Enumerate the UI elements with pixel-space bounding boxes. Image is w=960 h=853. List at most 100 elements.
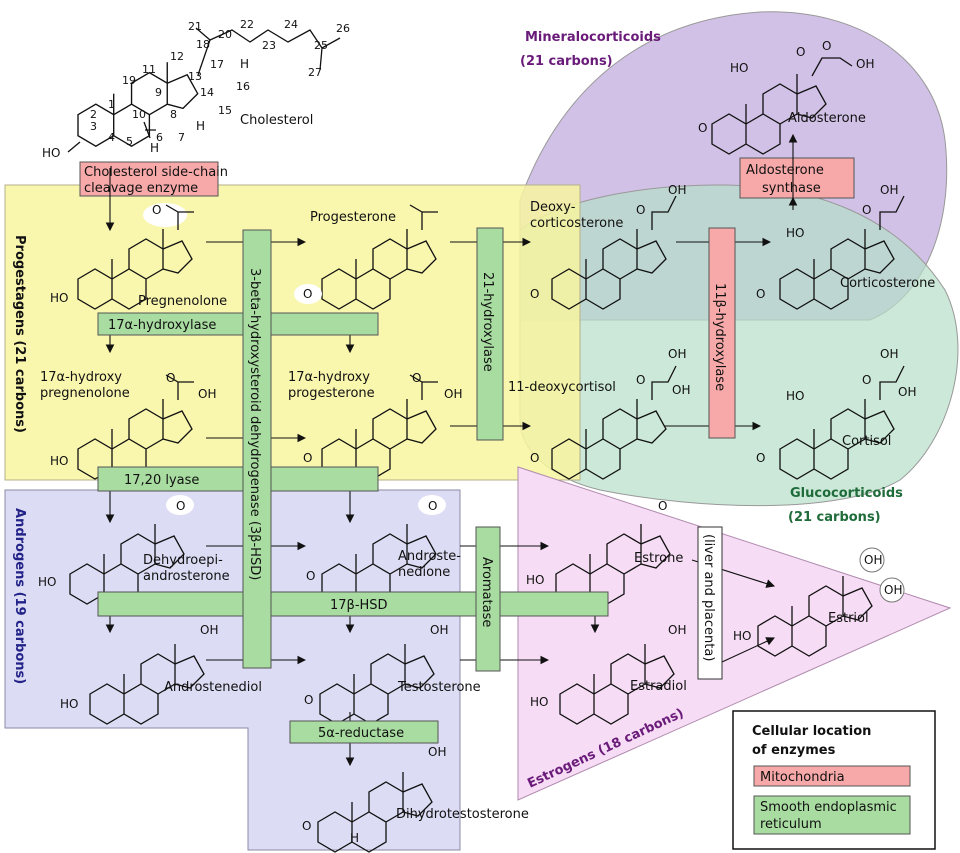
hydroxypregnenolone-structure: O OH HO <box>50 371 216 480</box>
aldosterone-structure: O O OH HO O <box>698 39 874 155</box>
liver-placenta-label: (liver and placenta) <box>701 534 716 661</box>
mineralocorticoids-carbons: (21 carbons) <box>520 54 613 69</box>
legend-title-1: Cellular location <box>752 724 871 739</box>
estradiol-label: Estradiol <box>630 679 687 694</box>
dhea-label-1: Dehydroepi- <box>143 553 223 568</box>
cholesterol-label: Cholesterol <box>240 113 313 128</box>
hsd3b-label: 3-beta-hydroxysteroid dehydrogenase (3β-… <box>247 268 262 580</box>
liver-placenta-box <box>697 526 723 680</box>
h-atom: H <box>196 119 205 133</box>
glucocorticoids-carbons: (21 carbons) <box>788 510 881 525</box>
estrone-label: Estrone <box>634 551 683 566</box>
hydroxylase11-label: 11β-hydroxylase <box>712 283 727 391</box>
o-atom: O <box>412 371 421 385</box>
o-atom: O <box>306 569 315 583</box>
hsd17b-box <box>97 591 609 617</box>
oh-atom: OH <box>668 183 686 197</box>
cortisol-label: Cortisol <box>842 434 891 449</box>
h-atom: H <box>240 57 249 71</box>
hydroxyprogesterone-label-2: progesterone <box>288 386 375 401</box>
o-atom: O <box>756 451 765 465</box>
c11: 11 <box>142 63 156 76</box>
c25: 25 <box>314 39 328 52</box>
o-atom: O <box>152 203 161 217</box>
c26: 26 <box>336 22 350 35</box>
androstenedione-structure: O O <box>306 495 446 605</box>
c24: 24 <box>284 18 298 31</box>
c15: 15 <box>218 104 232 117</box>
c5: 5 <box>126 135 133 148</box>
androstenediol-structure: OH HO <box>60 623 218 725</box>
o-atom: O <box>862 203 871 217</box>
testosterone-structure: OH O <box>304 623 448 725</box>
hydroxyprogesterone-label-1: 17α-hydroxy <box>288 370 370 385</box>
aldosterone-synthase-box <box>739 157 855 199</box>
dhea-label-2: androsterone <box>143 569 230 584</box>
aldosterone-synthase-label-2: synthase <box>762 181 821 196</box>
oh-atom: OH <box>880 183 898 197</box>
c12: 12 <box>170 50 184 63</box>
dht-label: Dihydrotestosterone <box>396 807 529 822</box>
c1: 1 <box>108 98 115 111</box>
oh-atom: OH <box>200 623 218 637</box>
deoxycortisol-structure: O OH OH O <box>530 347 690 480</box>
c20: 20 <box>218 28 232 41</box>
testosterone-label: Testosterone <box>397 680 481 695</box>
aromatase-box <box>475 526 501 672</box>
hydroxyprogesterone-structure: O OH O <box>303 371 462 480</box>
o-atom: O <box>303 451 312 465</box>
hydroxylase21-label: 21-hydroxylase <box>480 272 495 372</box>
o-atom: O <box>530 287 539 301</box>
o-atom: O <box>658 499 667 513</box>
ho-atom: HO <box>733 629 751 643</box>
ho-atom: HO <box>38 575 56 589</box>
oh-atom: OH <box>668 623 686 637</box>
cholesterol-structure: HO 1 2 3 4 5 6 7 8 9 10 11 12 13 14 15 1… <box>42 18 350 160</box>
progestagens-label: Progestagens (21 carbons) <box>12 235 27 433</box>
estradiol-structure: OH HO <box>530 623 686 725</box>
lyase-box <box>97 466 379 492</box>
legend-title-2: of enzymes <box>752 743 836 758</box>
pregnenolone-label: Pregnenolone <box>138 294 227 309</box>
oh-atom: OH <box>428 745 446 759</box>
androstenedione-label-1: Androste- <box>398 549 461 564</box>
androstenedione-label-2: nedione <box>398 565 450 580</box>
oh-atom: OH <box>668 347 686 361</box>
ho-atom: HO <box>730 61 748 75</box>
legend-er-label-1: Smooth endoplasmic <box>760 800 897 815</box>
deoxycorticosterone-label-1: Deoxy- <box>530 200 576 215</box>
c23: 23 <box>262 39 276 52</box>
o-atom: O <box>636 373 645 387</box>
deoxycorticosterone-structure: O OH O <box>530 183 686 310</box>
oh-atom: OH <box>864 553 882 567</box>
hydroxylase17-label: 17α-hydroxylase <box>108 318 216 333</box>
c3: 3 <box>90 120 97 133</box>
c21: 21 <box>188 20 202 33</box>
oh-atom: OH <box>880 347 898 361</box>
reductase-label: 5α-reductase <box>318 726 404 741</box>
o-atom: O <box>530 451 539 465</box>
oh-atom: OH <box>444 387 462 401</box>
estrone-structure: O HO <box>526 499 671 605</box>
hydroxypregnenolone-label-2: pregnenolone <box>40 386 130 401</box>
hydroxylase17-box <box>97 312 379 336</box>
aromatase-label: Aromatase <box>479 557 494 627</box>
oh-atom: OH <box>884 583 902 597</box>
c27: 27 <box>308 66 322 79</box>
hsd17b-label: 17β-HSD <box>330 598 388 613</box>
scc-enzyme-box <box>79 161 219 197</box>
androgen-region <box>4 489 461 851</box>
estriol-label: Estriol <box>828 611 869 626</box>
ho-atom: HO <box>50 291 68 305</box>
progesterone-structure: O <box>294 204 438 310</box>
c13: 13 <box>188 70 202 83</box>
c2: 2 <box>90 108 97 121</box>
o-atom: O <box>428 499 437 513</box>
c6: 6 <box>156 131 163 144</box>
o-atom: O <box>303 287 312 301</box>
glucocorticoids-label: Glucocorticoids <box>790 486 903 501</box>
hsd3b-box <box>242 229 272 669</box>
ho-atom: HO <box>50 454 68 468</box>
hydroxylase11-box <box>708 227 736 439</box>
progesterone-label: Progesterone <box>310 210 396 225</box>
